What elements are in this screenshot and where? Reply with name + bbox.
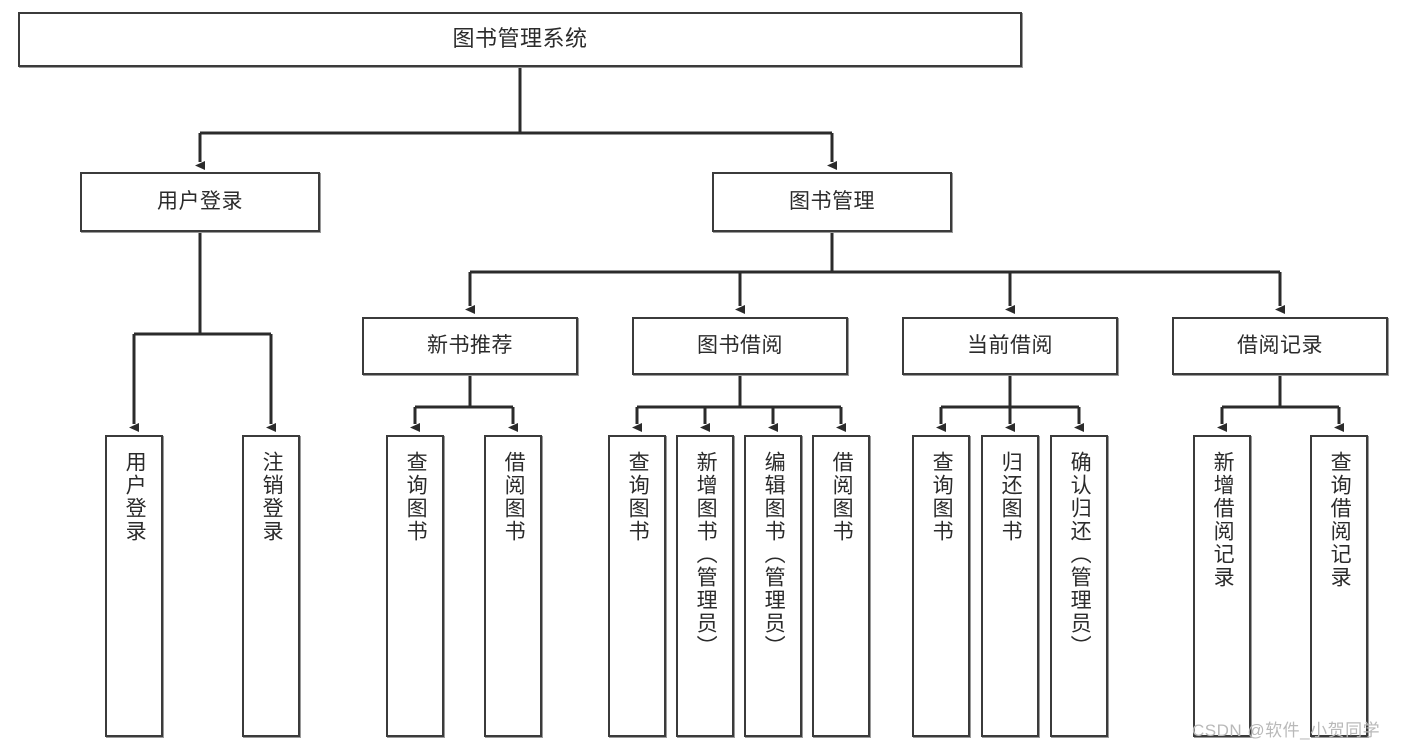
leaf-borrow-query-book[interactable]: 查询图书 xyxy=(608,435,666,737)
node-label: 新书推荐 xyxy=(427,334,513,358)
node-root-system[interactable]: 图书管理系统 xyxy=(18,12,1022,67)
leaf-record-add-record[interactable]: 新增借阅记录 xyxy=(1193,435,1251,737)
leaf-label: 注销登录 xyxy=(260,451,284,543)
leaf-label: 查询图书 xyxy=(626,451,650,543)
node-label: 图书借阅 xyxy=(697,334,783,358)
node-label: 借阅记录 xyxy=(1237,334,1323,358)
leaf-label: 新增借阅记录 xyxy=(1211,451,1235,589)
leaf-borrow-add-book-admin[interactable]: 新增图书（管理员） xyxy=(676,435,734,737)
node-current-borrow[interactable]: 当前借阅 xyxy=(902,317,1118,375)
node-label: 图书管理 xyxy=(789,190,875,214)
node-book-manage[interactable]: 图书管理 xyxy=(712,172,952,232)
leaf-current-query-book[interactable]: 查询图书 xyxy=(912,435,970,737)
node-borrow-record[interactable]: 借阅记录 xyxy=(1172,317,1388,375)
node-user-login[interactable]: 用户登录 xyxy=(80,172,320,232)
csdn-watermark: CSDN @软件_小贺同学 xyxy=(1192,721,1381,740)
leaf-label: 借阅图书 xyxy=(502,451,526,543)
leaf-label: 确认归还（管理员） xyxy=(1068,451,1092,658)
leaf-record-query-record[interactable]: 查询借阅记录 xyxy=(1310,435,1368,737)
leaf-user-login-logout[interactable]: 注销登录 xyxy=(242,435,300,737)
leaf-label: 查询图书 xyxy=(930,451,954,543)
node-label: 用户登录 xyxy=(157,190,243,214)
leaf-label: 用户登录 xyxy=(123,451,147,543)
leaf-label: 查询图书 xyxy=(404,451,428,543)
leaf-label: 归还图书 xyxy=(999,451,1023,543)
leaf-borrow-borrow-book[interactable]: 借阅图书 xyxy=(812,435,870,737)
leaf-label: 借阅图书 xyxy=(830,451,854,543)
leaf-current-confirm-return-admin[interactable]: 确认归还（管理员） xyxy=(1050,435,1108,737)
node-book-borrow[interactable]: 图书借阅 xyxy=(632,317,848,375)
leaf-new-book-query[interactable]: 查询图书 xyxy=(386,435,444,737)
leaf-borrow-edit-book-admin[interactable]: 编辑图书（管理员） xyxy=(744,435,802,737)
leaf-label: 查询借阅记录 xyxy=(1328,451,1352,589)
node-label: 图书管理系统 xyxy=(452,26,588,52)
leaf-new-book-borrow[interactable]: 借阅图书 xyxy=(484,435,542,737)
node-new-book-recommend[interactable]: 新书推荐 xyxy=(362,317,578,375)
leaf-label: 新增图书（管理员） xyxy=(694,451,718,658)
leaf-user-login-login[interactable]: 用户登录 xyxy=(105,435,163,737)
leaf-current-return-book[interactable]: 归还图书 xyxy=(981,435,1039,737)
leaf-label: 编辑图书（管理员） xyxy=(762,451,786,658)
node-label: 当前借阅 xyxy=(967,334,1053,358)
